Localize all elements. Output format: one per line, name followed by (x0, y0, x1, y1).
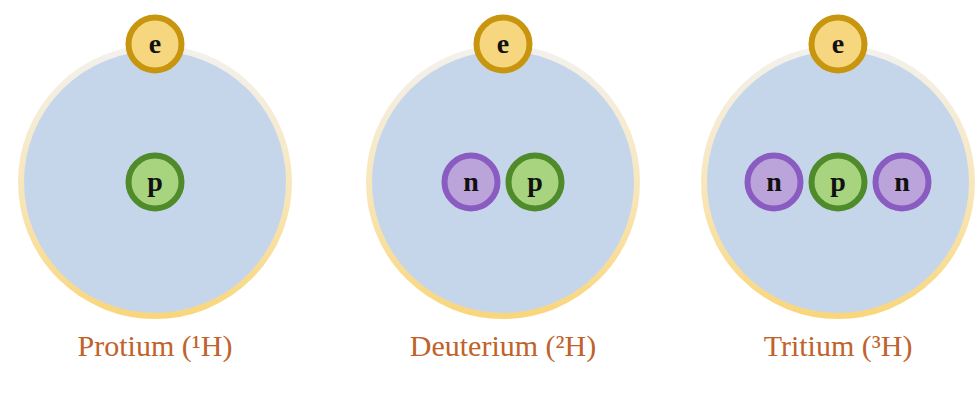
atom-shell: Protium (¹H)ep (17, 44, 293, 380)
particle: e (125, 14, 185, 74)
atom-shell: Tritium (³H)enpn (700, 44, 976, 380)
particle-text-box: n (744, 152, 804, 212)
particle-symbol: p (147, 168, 163, 196)
particle-symbol: n (463, 168, 479, 196)
atom-shell: Deuterium (²H)enp (365, 44, 641, 380)
isotope-label: Protium (¹H) (78, 329, 233, 362)
particle: n (441, 152, 501, 212)
isotope-label: Tritium (³H) (764, 329, 913, 362)
particle-symbol: n (894, 168, 910, 196)
particle-text-box: p (505, 152, 565, 212)
particle: n (872, 152, 932, 212)
isotope-label-box: Deuterium (²H) (325, 326, 681, 366)
particle-symbol: p (527, 168, 543, 196)
particle: p (125, 152, 185, 212)
particle-text-box: e (473, 14, 533, 74)
particle-symbol: e (149, 30, 161, 58)
particle-text-box: p (125, 152, 185, 212)
particle: e (473, 14, 533, 74)
particle-symbol: n (766, 168, 782, 196)
particle-text-box: p (808, 152, 868, 212)
particle-symbol: p (830, 168, 846, 196)
particle: p (505, 152, 565, 212)
isotope-label-box: Tritium (³H) (660, 326, 979, 366)
particle-symbol: e (832, 30, 844, 58)
particle: e (808, 14, 868, 74)
particle-text-box: e (808, 14, 868, 74)
particle: n (744, 152, 804, 212)
particle-text-box: n (872, 152, 932, 212)
particle-text-box: n (441, 152, 501, 212)
particle-symbol: e (497, 30, 509, 58)
particle: p (808, 152, 868, 212)
isotope-label-box: Protium (¹H) (0, 326, 333, 366)
isotope-label: Deuterium (²H) (410, 329, 596, 362)
particle-text-box: e (125, 14, 185, 74)
atom-cloud (365, 44, 641, 320)
